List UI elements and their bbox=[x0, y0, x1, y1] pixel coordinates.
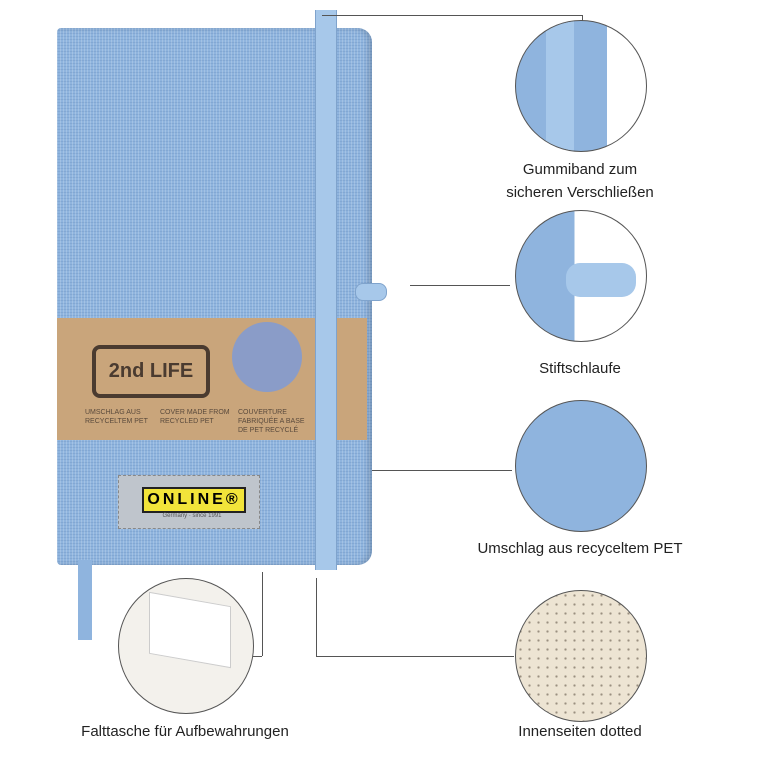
brand-logo: ONLINE® bbox=[142, 487, 246, 513]
leader-line bbox=[252, 656, 262, 657]
detail-dotted-pages bbox=[515, 590, 647, 722]
band-text-fr: COUVERTURE FABRIQUÉE A BASE DE PET RECYC… bbox=[238, 409, 305, 434]
feature-label-dotted: Innenseiten dotted bbox=[518, 723, 642, 740]
feature-label-cover: Umschlag aus recyceltem PET bbox=[477, 540, 683, 557]
leader-line bbox=[262, 572, 263, 656]
band-text-de: UMSCHLAG AUS RECYCELTEM PET bbox=[85, 409, 148, 425]
leader-line bbox=[316, 656, 514, 657]
brand-subtitle: Germany · since 1991 bbox=[162, 513, 222, 519]
elastic-band bbox=[315, 10, 337, 570]
feature-label-pen-loop: Stiftschlaufe bbox=[539, 360, 621, 377]
band-text-en: COVER MADE FROM RECYCLED PET bbox=[160, 409, 230, 425]
feature-label-pocket: Falttasche für Aufbewahrungen bbox=[81, 723, 289, 740]
detail-pocket bbox=[118, 578, 254, 714]
detail-cover-material bbox=[515, 400, 647, 532]
pen-loop bbox=[355, 283, 387, 301]
leader-line bbox=[582, 15, 583, 21]
leader-line bbox=[410, 285, 510, 286]
detail-pen-loop bbox=[515, 210, 647, 342]
leader-line bbox=[316, 578, 317, 656]
2nd-life-logo: 2nd LIFE bbox=[92, 345, 210, 398]
recycle-badge-icon bbox=[232, 322, 302, 392]
leader-line bbox=[322, 15, 582, 16]
detail-elastic bbox=[515, 20, 647, 152]
leader-line bbox=[372, 470, 512, 471]
ribbon-bookmark bbox=[78, 560, 92, 640]
